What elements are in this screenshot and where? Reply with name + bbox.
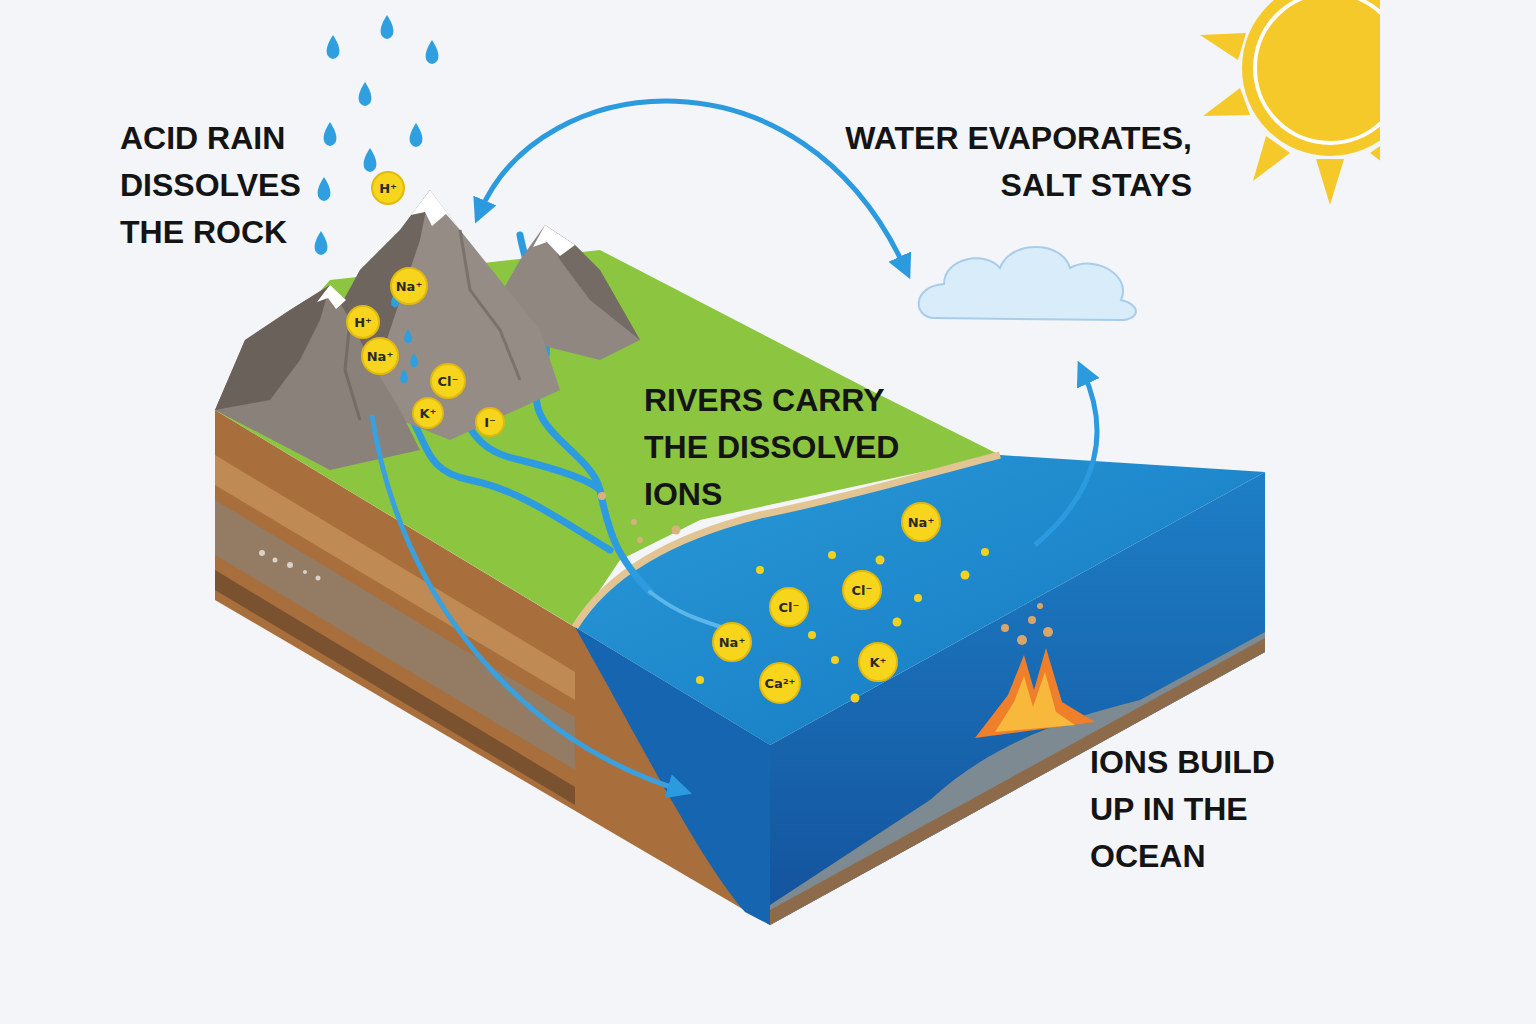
ion-label: Na⁺	[367, 350, 394, 363]
sun-disk	[1242, 0, 1380, 156]
ion-dot	[828, 551, 836, 559]
ion-dot	[831, 656, 839, 664]
ion-circle: H⁺	[371, 171, 405, 205]
vent-particle	[1043, 627, 1053, 637]
ion-circle: Ca²⁺	[759, 662, 801, 704]
bedrock-layer	[215, 570, 575, 805]
snow-cap	[411, 190, 460, 230]
mountain	[215, 285, 420, 470]
ion-dot	[876, 556, 885, 565]
step-caption: IONS BUILD UP IN THE OCEAN	[1090, 739, 1305, 880]
ion-dot	[981, 548, 989, 556]
sun-ring	[1255, 0, 1380, 143]
river-mouth	[650, 592, 730, 630]
sun-ray	[1200, 33, 1246, 60]
rain-drop	[410, 123, 423, 147]
volcano-glow	[995, 672, 1075, 732]
ridge-line	[460, 230, 520, 380]
sun-ray	[1253, 136, 1290, 181]
ion-dot	[696, 676, 704, 684]
ion-label: Na⁺	[719, 636, 746, 649]
rain-drop	[404, 329, 412, 343]
rain-drop	[364, 148, 377, 172]
vent-particle	[1037, 603, 1043, 609]
ion-dot	[851, 694, 860, 703]
evaporation-arrow	[1035, 372, 1097, 545]
ion-circle: Cl⁻	[769, 587, 809, 627]
beach	[575, 455, 1000, 627]
rain-drop	[327, 35, 340, 59]
pebble	[273, 558, 278, 563]
ion-circle: I⁻	[475, 407, 505, 437]
sun	[1200, 0, 1380, 205]
ion-dot	[961, 571, 970, 580]
ion-label: Cl⁻	[779, 601, 800, 614]
ion-dot	[893, 618, 902, 627]
rain-drop	[318, 177, 331, 201]
ion-label: Cl⁻	[852, 584, 873, 597]
pebble	[287, 562, 293, 568]
sediment-dot	[637, 537, 643, 543]
sun-ray	[1370, 136, 1380, 181]
sediment-dot	[672, 526, 681, 535]
ion-dot	[914, 594, 922, 602]
rain-drop	[381, 15, 394, 39]
ion-dot	[756, 566, 764, 574]
ion-label: I⁻	[484, 416, 496, 429]
cloud	[919, 247, 1136, 320]
ion-circle: Na⁺	[361, 337, 399, 375]
pebble	[316, 576, 321, 581]
ion-circle: Cl⁻	[842, 570, 882, 610]
rain-drop	[426, 40, 439, 64]
ion-label: H⁺	[379, 182, 397, 195]
rain-drop	[410, 353, 418, 367]
snow-cap	[317, 285, 346, 309]
vent-particle	[1017, 635, 1027, 645]
ion-label: Na⁺	[908, 516, 935, 529]
sun-ray	[1203, 88, 1250, 116]
step-caption: RIVERS CARRY THE DISSOLVED IONS	[644, 377, 924, 518]
pebble	[259, 550, 265, 556]
sun-ray	[1316, 159, 1344, 205]
ion-circle: Na⁺	[712, 622, 752, 662]
ion-circle: K⁺	[412, 397, 444, 429]
rain-drop	[315, 231, 328, 255]
snow-cap	[533, 225, 575, 256]
step-caption: ACID RAIN DISSOLVES THE ROCK	[120, 115, 360, 256]
ion-circle: K⁺	[858, 642, 898, 682]
mountain-shade	[215, 285, 330, 410]
vent-particle	[1001, 624, 1009, 632]
pebble	[303, 570, 307, 574]
vent-particle	[1028, 616, 1036, 624]
ion-circle: Na⁺	[390, 267, 428, 305]
ion-circle: H⁺	[346, 305, 380, 339]
volcano	[975, 648, 1095, 738]
ion-circle: Cl⁻	[430, 363, 466, 399]
rain-drop	[324, 122, 337, 146]
ion-label: Na⁺	[396, 280, 423, 293]
sediment-dot	[598, 492, 606, 500]
cycle-arrow	[480, 101, 905, 268]
step-caption: WATER EVAPORATES, SALT STAYS	[812, 115, 1192, 209]
ion-circle: Na⁺	[901, 502, 941, 542]
ion-label: K⁺	[870, 656, 887, 669]
groundwater-arrow	[372, 415, 680, 790]
ion-label: K⁺	[420, 407, 437, 420]
sediment-dot	[631, 519, 637, 525]
ion-label: Cl⁻	[438, 375, 459, 388]
ion-label: Ca²⁺	[765, 677, 796, 690]
ion-label: H⁺	[354, 316, 372, 329]
ion-dot	[808, 631, 816, 639]
rain-drop	[359, 82, 372, 106]
rain-drop	[400, 369, 408, 383]
